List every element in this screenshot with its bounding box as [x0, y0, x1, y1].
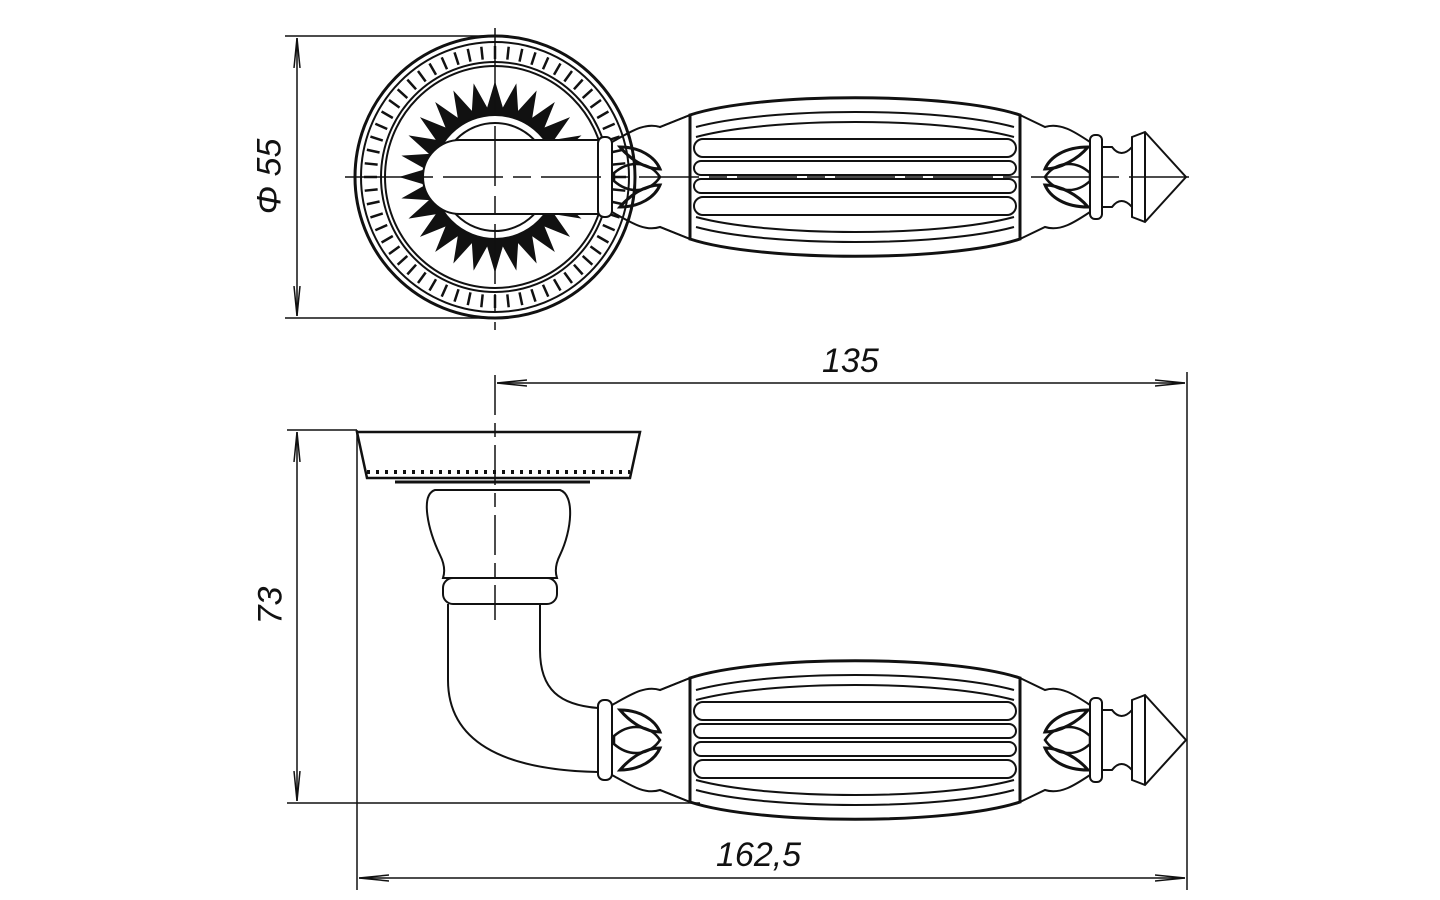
rosette-tick — [374, 122, 388, 131]
projection-label: 73 — [251, 586, 290, 625]
rosette-tick — [364, 162, 378, 166]
rosette-tick — [380, 110, 394, 120]
rosette-tick — [552, 62, 562, 76]
rosette-tick — [581, 88, 594, 99]
lever-side-view — [355, 430, 1188, 821]
rosette-tick — [573, 78, 584, 91]
rosette-tick — [506, 294, 510, 308]
rosette-tick — [364, 188, 378, 192]
rosette-tick — [406, 263, 417, 276]
rosette-tick — [518, 48, 524, 62]
rosette-tick — [563, 70, 574, 83]
rosette-tick — [396, 88, 409, 99]
rosette-tick — [541, 284, 550, 298]
rosette-tick — [596, 234, 610, 244]
overall-length-label: 162,5 — [716, 836, 802, 874]
projection-dimension — [287, 429, 700, 804]
rosette-tick — [453, 288, 460, 302]
rosette-tick — [581, 255, 594, 266]
rosette-tick — [428, 278, 438, 292]
rosette-tick — [428, 62, 438, 76]
rosette-tick — [612, 162, 626, 166]
rosette-tick — [370, 212, 384, 219]
rosette-tick — [612, 188, 626, 192]
rosette-tick — [466, 48, 472, 62]
rosette-tick — [480, 294, 484, 308]
handle-length-dimension — [497, 372, 1188, 890]
rosette-tick — [563, 271, 574, 284]
rosette-tick — [518, 292, 524, 306]
rosette-tick — [602, 223, 616, 232]
rosette-tick — [366, 200, 380, 206]
rosette-tick — [396, 255, 409, 266]
diameter-dimension — [285, 35, 495, 319]
rosette-tick — [416, 271, 427, 284]
rosette-tick — [388, 245, 401, 256]
rosette-tick — [366, 148, 380, 154]
rosette-tick — [530, 52, 537, 66]
rosette-tick — [602, 122, 616, 131]
rosette-tick — [573, 263, 584, 276]
rosette-tick — [596, 110, 610, 120]
rosette-tick — [388, 98, 401, 109]
rosette-tick — [506, 46, 510, 60]
handle-length-label: 135 — [822, 342, 879, 380]
rosette-tick — [380, 234, 394, 244]
rosette-tick — [374, 223, 388, 232]
rosette-tick — [552, 278, 562, 292]
overall-length-dimension — [356, 430, 1185, 890]
rosette-tick — [466, 292, 472, 306]
rosette-tick — [440, 284, 449, 298]
rosette-tick — [589, 98, 602, 109]
rosette-tick — [541, 56, 550, 70]
rosette-tick — [453, 52, 460, 66]
rosette-tick — [440, 56, 449, 70]
rosette-tick — [589, 245, 602, 256]
rosette-tick — [530, 288, 537, 302]
rosette-tick — [370, 135, 384, 142]
diameter-label: Φ 55 — [250, 138, 289, 215]
rosette-tick — [416, 70, 427, 83]
rosette-tick — [406, 78, 417, 91]
rosette-tick — [480, 46, 484, 60]
